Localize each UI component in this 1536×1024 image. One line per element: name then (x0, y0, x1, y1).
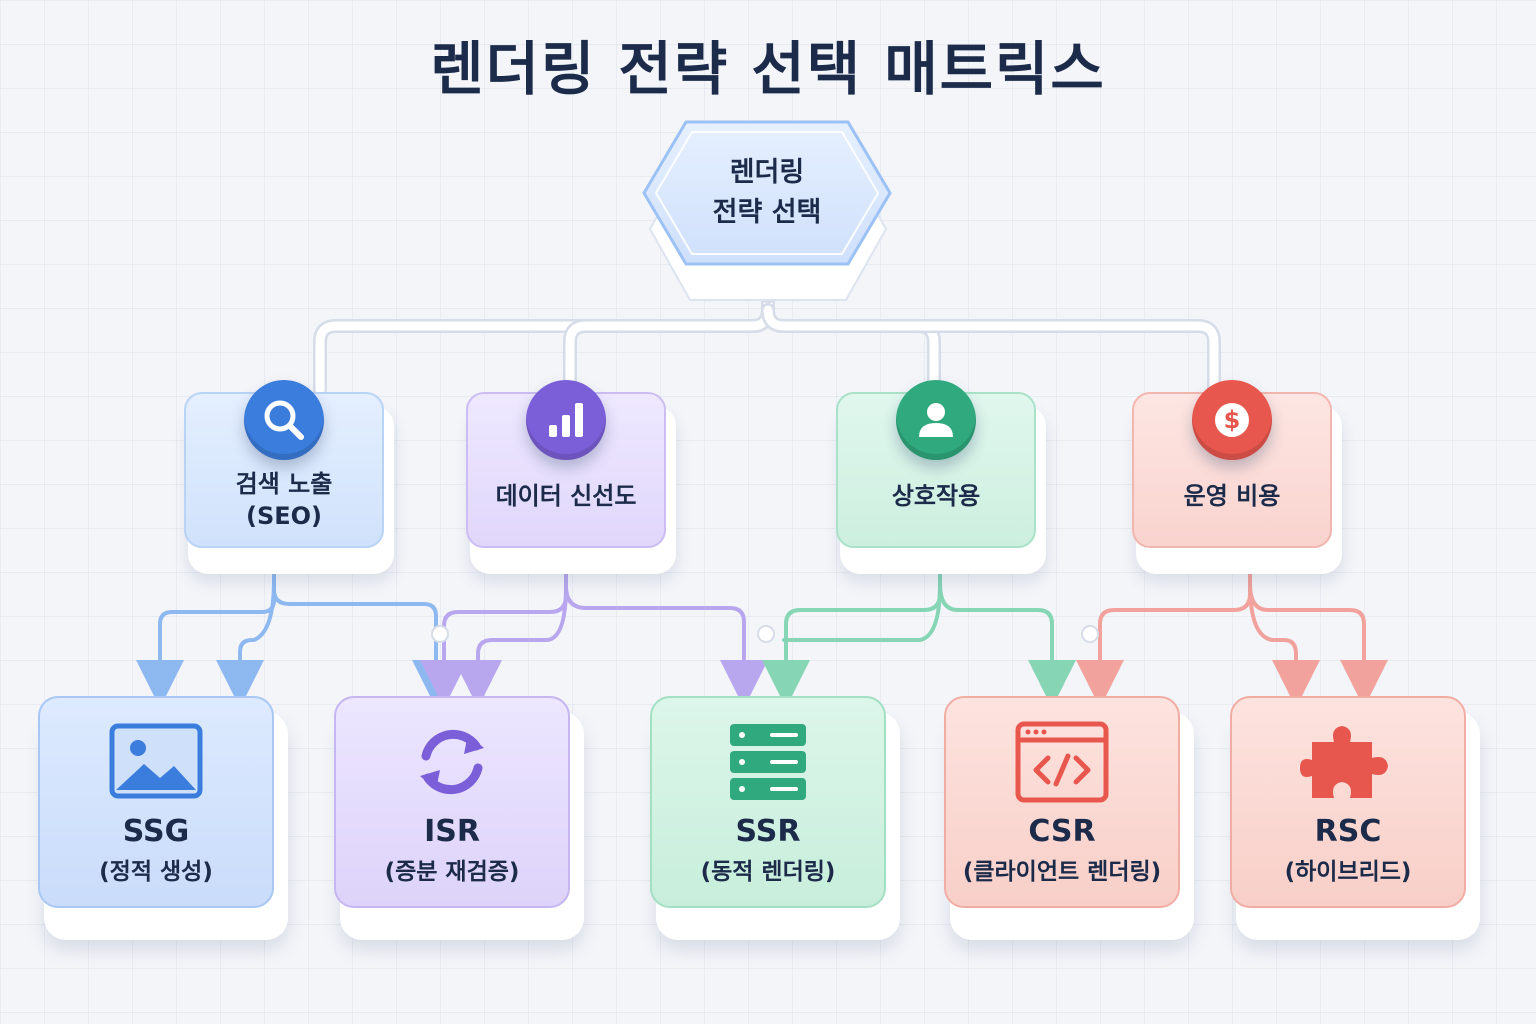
strategy-rsc-name: RSC (1314, 814, 1382, 849)
criterion-seo-sublabel: (SEO) (245, 502, 323, 530)
root-node-label: 렌더링 전략 선택 (713, 153, 822, 233)
dollar-icon: $ (1192, 380, 1272, 460)
strategy-ssr-description: (동적 렌더링) (700, 859, 836, 885)
image-icon (109, 723, 203, 799)
root-node: 렌더링 전략 선택 (640, 118, 894, 310)
strategy-csr-description: (클라이언트 렌더링) (962, 859, 1162, 885)
strategy-csr-name: CSR (1028, 814, 1096, 849)
criterion-freshness-label: 데이터 신선도 (495, 482, 637, 510)
strategy-rsc: RSC (하이브리드) (1230, 696, 1480, 940)
bar-chart-icon (526, 380, 606, 460)
strategy-isr-name: ISR (424, 814, 480, 849)
root-label-line1: 렌더링 (729, 157, 805, 188)
criterion-interaction: 상호작용 (836, 380, 1046, 574)
user-icon (896, 380, 976, 460)
refresh-icon (420, 729, 484, 795)
strategy-csr: CSR (클라이언트 렌더링) (944, 696, 1194, 940)
strategy-ssg-description: (정적 생성) (99, 859, 213, 885)
strategy-ssr: SSR (동적 렌더링) (650, 696, 900, 940)
svg-text:$: $ (1224, 406, 1241, 434)
server-icon (730, 724, 806, 800)
puzzle-icon (1300, 726, 1388, 798)
strategy-rsc-description: (하이브리드) (1284, 859, 1412, 885)
criterion-seo-label: 검색 노출 (235, 470, 333, 498)
strategy-isr-description: (증분 재검증) (384, 859, 520, 885)
strategy-ssg: SSG (정적 생성) (38, 696, 288, 940)
criterion-interaction-label: 상호작용 (891, 482, 981, 510)
code-window-icon (1015, 721, 1109, 803)
criterion-seo: 검색 노출 (SEO) (184, 380, 394, 574)
strategy-ssg-name: SSG (122, 814, 190, 849)
criterion-cost: $ 운영 비용 (1132, 380, 1342, 574)
root-node-face (642, 120, 892, 266)
criterion-freshness: 데이터 신선도 (466, 380, 676, 574)
search-icon (244, 380, 324, 460)
criterion-cost-label: 운영 비용 (1183, 482, 1281, 510)
strategy-ssr-name: SSR (735, 814, 801, 849)
strategy-isr: ISR (증분 재검증) (334, 696, 584, 940)
root-label-line2: 전략 선택 (712, 197, 822, 228)
page-title: 렌더링 전략 선택 매트릭스 (430, 35, 1106, 103)
